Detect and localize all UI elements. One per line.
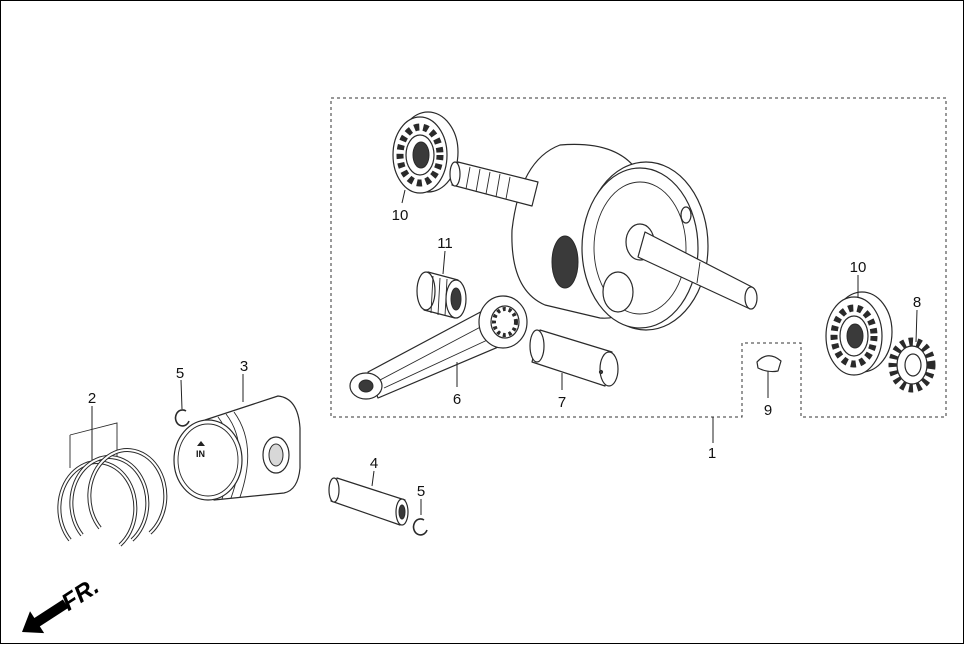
callout-5-right: 5 (417, 483, 425, 500)
piston-pin (328, 477, 409, 526)
callout-7: 7 (558, 394, 566, 411)
bearing-right (825, 291, 893, 376)
front-direction-arrow: FR. (22, 573, 104, 634)
piston-pin-clip-left (174, 409, 190, 427)
callout-6: 6 (453, 391, 461, 408)
callout-4: 4 (370, 455, 378, 472)
connecting-rod (349, 295, 528, 400)
callout-3: 3 (240, 358, 248, 375)
woodruff-key (756, 355, 782, 373)
callout-11: 11 (437, 235, 453, 252)
crank-pin (529, 329, 619, 387)
callout-9: 9 (764, 402, 772, 419)
timing-gear (888, 337, 936, 393)
callout-10-right: 10 (850, 259, 867, 276)
crankshaft (449, 143, 758, 331)
callout-8: 8 (913, 294, 921, 311)
callout-5-left: 5 (176, 365, 184, 382)
callout-1: 1 (708, 445, 716, 462)
arrow-left-icon (22, 599, 69, 634)
piston-rings (57, 422, 168, 547)
piston-pin-clip-right (412, 518, 428, 536)
needle-bearing (416, 271, 467, 319)
piston-marking: IN (196, 449, 205, 459)
assembly-boundary (330, 97, 947, 418)
leader-lines (91, 189, 918, 515)
piston-direction-mark-icon (197, 441, 205, 446)
callout-2: 2 (88, 390, 96, 407)
piston: IN (173, 395, 301, 501)
callout-10-top: 10 (392, 207, 409, 224)
bearing-top (392, 111, 459, 194)
